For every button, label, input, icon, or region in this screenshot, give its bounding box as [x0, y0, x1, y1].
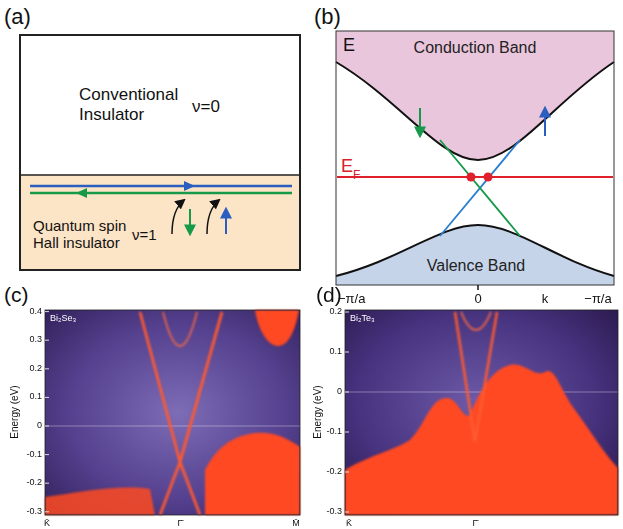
qsh-region	[20, 175, 300, 270]
conduction-band-edge	[336, 62, 614, 160]
fermi-point	[484, 173, 493, 182]
region: Conventional Insulatorν=0	[21, 36, 300, 175]
spin-up-arrow	[225, 209, 227, 234]
invariant-label: ν=1	[132, 226, 157, 243]
axis-tick-label: -0.2	[26, 478, 42, 487]
region-name: Quantum spin Hall insulator	[33, 217, 133, 252]
tick	[45, 511, 49, 512]
panel-frame	[45, 310, 300, 515]
axis-title: Energy (eV)	[10, 385, 20, 438]
axis-label: E	[343, 36, 355, 54]
axis-tick-label: 0.4	[29, 307, 42, 316]
band-label: Conduction Band	[414, 40, 537, 56]
k-point-label: K̄	[346, 519, 352, 528]
spin-up-arrow	[544, 108, 546, 136]
arpes-background	[345, 310, 618, 515]
valence-band-edge	[336, 225, 614, 276]
axis-tick-label: 0.3	[29, 335, 42, 344]
panel-label: (c)	[4, 284, 29, 305]
axis-tick-label: −π/a	[584, 292, 611, 305]
axis-tick-label: 0	[337, 387, 342, 396]
tick	[345, 352, 349, 353]
surface-state-green	[440, 140, 520, 236]
zero-line	[45, 426, 300, 427]
k-point-label: K̄	[44, 519, 50, 528]
panel-label: (d)	[316, 284, 342, 305]
arpes-intensity	[45, 310, 300, 515]
axis-tick-label: -0.1	[326, 427, 342, 436]
fermi-label: E	[341, 157, 353, 175]
k-point-label: Γ̄	[473, 519, 478, 528]
conventional-region	[20, 35, 300, 175]
axis-tick-label: 0	[474, 292, 481, 305]
arpes-intensity	[345, 312, 618, 515]
tick	[45, 340, 49, 341]
k-point-label: M̄	[292, 519, 300, 528]
k-point-label: Γ̄	[178, 519, 183, 528]
axis-tick-label: −π/a	[338, 292, 365, 305]
region: Quantum spin Hall insulatorν=1	[21, 176, 300, 269]
axis-tick-label: 0.2	[29, 364, 42, 373]
axis-tick-label: 0	[37, 421, 42, 430]
panel-label: (b)	[314, 6, 341, 28]
surface-state-blue	[440, 140, 520, 236]
arrowhead	[184, 181, 195, 191]
tick	[45, 454, 49, 455]
panel-frame	[345, 310, 618, 515]
curved-arrow	[207, 200, 219, 234]
valence-band-fill	[336, 225, 614, 285]
axis-title: Energy (eV)	[313, 385, 323, 438]
tick	[45, 483, 49, 484]
material-label: Bi₂Te₃	[350, 314, 375, 323]
spin-down-arrow	[419, 108, 421, 136]
axis-tick-label: -0.2	[326, 467, 342, 476]
edge-state-blue	[30, 185, 292, 188]
tick	[345, 432, 349, 433]
arpes-background	[45, 310, 300, 515]
axis-tick-label: 0.1	[29, 392, 42, 401]
invariant-label: ν=0	[192, 97, 220, 117]
interface-line	[20, 174, 300, 176]
axis-tick-label: -0.3	[326, 507, 342, 516]
axis-tick-label: 0.1	[329, 347, 342, 356]
material-label: Bi₂Se₃	[50, 314, 76, 323]
axis-tick	[477, 285, 479, 290]
axis-ticks	[45, 312, 349, 512]
axis-tick-label: -0.1	[26, 450, 42, 459]
panel-frame	[20, 35, 300, 270]
tick	[45, 397, 49, 398]
panel-b	[336, 31, 614, 290]
band-label: Valence Band	[427, 258, 525, 274]
panel-frame	[336, 31, 614, 285]
panel-a	[20, 35, 300, 270]
curved-arrow	[172, 200, 184, 234]
conduction-band-fill	[336, 31, 614, 160]
axis-tick-label: 0.2	[329, 307, 342, 316]
tick	[45, 426, 49, 427]
tick	[345, 472, 349, 473]
panel-label: (a)	[4, 6, 31, 28]
region-name: Conventional Insulator	[79, 85, 191, 124]
arrowhead	[76, 188, 87, 198]
fermi-point	[467, 173, 476, 182]
tick	[45, 368, 49, 369]
tick	[45, 311, 49, 312]
panel-c	[45, 310, 300, 515]
edge-state-green	[30, 192, 292, 195]
axis-tick-label: -0.3	[26, 507, 42, 516]
tick	[345, 312, 349, 313]
tick	[345, 512, 349, 513]
panel-d	[345, 310, 618, 515]
fermi-subscript: F	[353, 169, 360, 181]
spin-down-arrow	[189, 209, 191, 234]
axis-label: k	[542, 292, 549, 305]
tick	[345, 392, 349, 393]
